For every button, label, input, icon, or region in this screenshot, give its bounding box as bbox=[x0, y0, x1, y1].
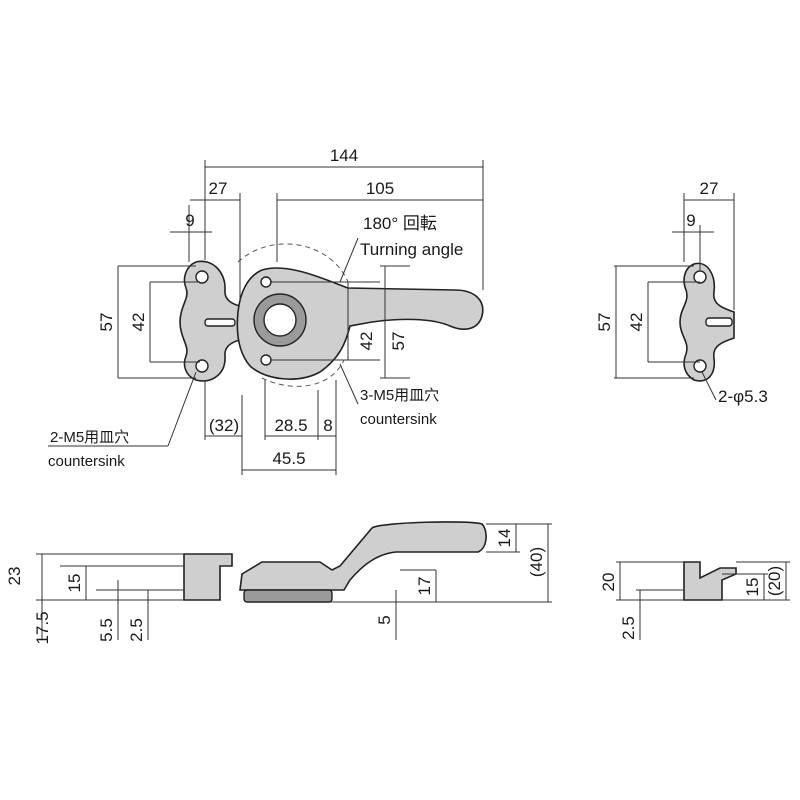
right-side-view: 20 2.5 15 (20) bbox=[599, 561, 790, 640]
right-dim-57: 57 bbox=[595, 313, 614, 332]
rotation-label-en: Turning angle bbox=[360, 240, 463, 259]
top-view: 144 27 9 105 180° 回転 Turning angle 57 42… bbox=[48, 146, 484, 475]
note-catch-en: countersink bbox=[48, 453, 125, 470]
right-dim-27: 27 bbox=[700, 179, 719, 198]
side-view: 23 17.5 15 5.5 2.5 5 17 14 (40) bbox=[5, 521, 552, 645]
right-dim-15: 15 bbox=[743, 578, 762, 597]
dim-42-left: 42 bbox=[129, 313, 148, 332]
dim-17-5: 17.5 bbox=[33, 611, 52, 644]
rotation-label: 180° 回転 bbox=[363, 214, 437, 233]
right-dim-9: 9 bbox=[686, 211, 695, 230]
dim-14: 14 bbox=[495, 529, 514, 548]
catch-right-hole-bottom bbox=[693, 359, 707, 373]
dim-32: (32) bbox=[209, 416, 239, 435]
handle-hole-top bbox=[260, 276, 272, 288]
right-dim-2-5: 2.5 bbox=[619, 616, 638, 640]
note-handle-jp: 3-M5用皿穴 bbox=[360, 387, 439, 404]
dim-5: 5 bbox=[375, 615, 394, 624]
dim-17: 17 bbox=[415, 577, 434, 596]
catch-side-right bbox=[683, 561, 737, 601]
catch-side bbox=[183, 553, 233, 601]
note-handle-en: countersink bbox=[360, 411, 437, 428]
dim-45-5: 45.5 bbox=[272, 449, 305, 468]
dim-28-5: 28.5 bbox=[274, 416, 307, 435]
right-dim-42: 42 bbox=[627, 313, 646, 332]
dim-57-left: 57 bbox=[97, 313, 116, 332]
catch-right-hole-top bbox=[693, 270, 707, 284]
dim-2-5: 2.5 bbox=[127, 618, 146, 642]
right-top-view: 27 9 57 42 2-φ5.3 bbox=[595, 179, 768, 406]
rotation-arc bbox=[237, 243, 349, 283]
catch-hole-top bbox=[195, 270, 209, 284]
dim-9: 9 bbox=[185, 211, 194, 230]
dim-8: 8 bbox=[323, 416, 332, 435]
pivot-inner bbox=[263, 303, 297, 337]
dim-15: 15 bbox=[65, 574, 84, 593]
right-hole-note: 2-φ5.3 bbox=[718, 387, 768, 406]
right-dim-20-paren: (20) bbox=[765, 566, 784, 596]
catch-slot bbox=[204, 318, 236, 327]
dim-5-5: 5.5 bbox=[97, 618, 116, 642]
dim-23: 23 bbox=[5, 567, 24, 586]
handle-body bbox=[236, 267, 484, 380]
handle-side bbox=[239, 521, 487, 591]
catch-hole-bottom bbox=[195, 359, 209, 373]
note-catch-jp: 2-M5用皿穴 bbox=[50, 429, 129, 446]
handle-base-plate bbox=[243, 589, 333, 603]
dim-57-right: 57 bbox=[389, 332, 408, 351]
catch-right-slot bbox=[705, 317, 733, 327]
rotation-arc-lower bbox=[261, 359, 345, 387]
dim-144: 144 bbox=[330, 146, 358, 165]
dim-105: 105 bbox=[366, 179, 394, 198]
dim-40: (40) bbox=[527, 547, 546, 577]
handle-hole-bottom bbox=[260, 354, 272, 366]
dim-42-right: 42 bbox=[357, 332, 376, 351]
dim-27: 27 bbox=[209, 179, 228, 198]
right-dim-20: 20 bbox=[599, 573, 618, 592]
